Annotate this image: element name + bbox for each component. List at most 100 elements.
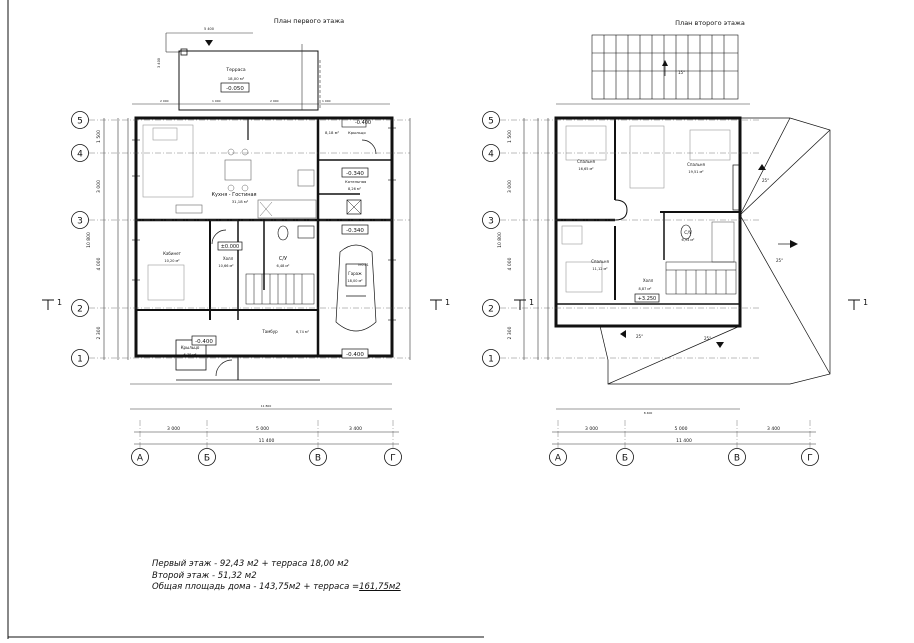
sf-roof-slope-3: 25°: [636, 334, 643, 339]
axis-col-bubble: [131, 448, 149, 466]
axis-col-bubble: [616, 448, 634, 466]
sf-roof-slope-top: 15°: [678, 70, 685, 75]
dim-col-text: 3 400: [767, 426, 780, 432]
svg-text:5 400: 5 400: [204, 27, 214, 31]
axis-col-label: В: [315, 454, 321, 464]
section-mark-label: 1: [57, 298, 62, 307]
axis-row-label: 2: [77, 305, 83, 315]
axis-row-bubble: [71, 211, 89, 229]
axis-col-bubble: [384, 448, 402, 466]
summary-line-3: Общая площадь дома - 143,75м2 + терраса …: [152, 582, 401, 594]
terrace-area: 18,00 м²: [228, 76, 245, 81]
dim-row-total: 10 800: [497, 232, 503, 248]
second-floor-plan: 15° Спальня 16,65 м² Спальня 19,51 м² С/…: [523, 34, 831, 415]
ff-vestibule-area: 6,74 м²: [296, 330, 310, 334]
section-mark-label: 1: [529, 298, 534, 307]
sf-roof-slope-1: 25°: [776, 258, 783, 263]
section-mark-label: 1: [863, 298, 868, 307]
ff-garage-name: Гараж: [348, 271, 362, 276]
dim-row-text: 4 000: [96, 257, 102, 270]
ff-kitchen-name: Кухня - Гостиная: [211, 192, 256, 198]
ff-slope-label: i=0.01: [358, 263, 369, 267]
sf-hall-name: Холл: [643, 278, 654, 283]
dim-row-total: 10 800: [86, 232, 92, 248]
svg-text:8 400: 8 400: [644, 411, 653, 415]
axis-row-bubble: [71, 299, 89, 317]
ff-level-4: ±0.000: [221, 244, 240, 250]
sf-bedroom3-area: 11,12 м²: [592, 267, 608, 271]
ff-porch2-area: 6,78 м²: [184, 353, 198, 357]
ff-level-5: -0.400: [195, 339, 213, 345]
sf-wc-area: 6,94 м²: [682, 238, 696, 242]
sf-level: +3.250: [638, 296, 657, 302]
ff-porch-name: Крыльцо: [348, 130, 366, 135]
axis-col-bubble: [728, 448, 746, 466]
axis-row-label: 3: [77, 217, 83, 227]
dim-row-text: 2 300: [507, 326, 513, 339]
ff-level-1: -0.400: [355, 120, 371, 126]
sf-bedroom2-area: 19,51 м²: [688, 170, 704, 174]
axis-row-bubble: [71, 349, 89, 367]
axis-row-label: 5: [488, 117, 494, 127]
axis-col-label: Г: [390, 454, 396, 464]
title-first-floor: План первого этажа: [274, 17, 344, 25]
ff-level-6: -0.400: [346, 352, 364, 358]
axis-col-label: Г: [807, 454, 813, 464]
ff-wc-area: 6,48 м²: [277, 264, 291, 268]
axis-col-bubble: [309, 448, 327, 466]
ff-porch2-name: Крыльцо: [181, 345, 200, 350]
axis-row-label: 4: [488, 150, 494, 160]
ff-boiler-area: 8,26 м²: [348, 187, 362, 191]
sf-hall-area: 8,87 м²: [639, 287, 653, 291]
axis-row-bubble: [71, 144, 89, 162]
axis-col-bubble: [549, 448, 567, 466]
sf-wc-name: С/У: [684, 230, 692, 236]
dim-col-text: 3 000: [167, 426, 180, 432]
axis-row-label: 5: [77, 117, 83, 127]
svg-text:2 000: 2 000: [160, 99, 169, 103]
axis-row-label: 2: [488, 305, 494, 315]
area-summary: Первый этаж - 92,43 м2 + терраса 18,00 м…: [152, 559, 401, 594]
dim-col-total: 11 400: [676, 438, 692, 444]
ff-garage-area: 18,00 м²: [347, 279, 363, 283]
svg-text:11 800: 11 800: [261, 404, 272, 408]
sf-roof-slope-2: 25°: [762, 178, 769, 183]
summary-line-3-prefix: Общая площадь дома - 143,75м2 + терраса …: [152, 582, 360, 592]
axis-row-label: 1: [488, 355, 494, 365]
summary-total: 161,75м2: [359, 582, 401, 592]
sf-bedroom1-name: Спальня: [577, 159, 595, 164]
ff-boiler-name: Котельная: [345, 179, 366, 184]
terrace-name: Терраса: [225, 67, 245, 73]
axis-row-bubble: [482, 211, 500, 229]
svg-text:3 400: 3 400: [157, 58, 161, 68]
dim-row-text: 3 000: [507, 180, 513, 193]
ff-vestibule-name: Тамбур: [261, 329, 278, 334]
ff-hall-area: 10,66 м²: [218, 264, 234, 268]
dim-col-text: 3 400: [349, 426, 362, 432]
ff-hall-name: Холл: [223, 256, 234, 261]
dim-col-text: 5 000: [675, 426, 688, 432]
ff-level-2: -0.340: [346, 171, 364, 177]
svg-text:8,18 м²: 8,18 м²: [325, 130, 340, 135]
dim-col-text: 5 000: [256, 426, 269, 432]
axis-row-bubble: [71, 111, 89, 129]
axis-row-bubble: [482, 299, 500, 317]
first-floor-plan: 5 400 3 400 Терраса 18,00 м² -0.050 2 00…: [103, 27, 411, 410]
axis-col-label: А: [555, 454, 562, 464]
terrace-level: -0.050: [226, 86, 244, 92]
sf-bedroom3-name: Спальня: [591, 259, 609, 264]
summary-line-2: Второй этаж - 51,32 м2: [152, 570, 257, 581]
axis-row-label: 3: [488, 217, 494, 227]
axis-col-bubble: [198, 448, 216, 466]
dim-row-text: 3 000: [96, 180, 102, 193]
section-mark-label: 1: [445, 298, 450, 307]
axis-row-bubble: [482, 144, 500, 162]
title-second-floor: План второго этажа: [675, 19, 745, 27]
dim-col-total: 11 400: [259, 438, 275, 444]
svg-text:1 000: 1 000: [212, 99, 221, 103]
svg-text:2 900: 2 900: [270, 99, 279, 103]
sf-roof-slope-4: 25°: [704, 336, 711, 341]
ff-study-area: 10,20 м²: [164, 259, 180, 263]
